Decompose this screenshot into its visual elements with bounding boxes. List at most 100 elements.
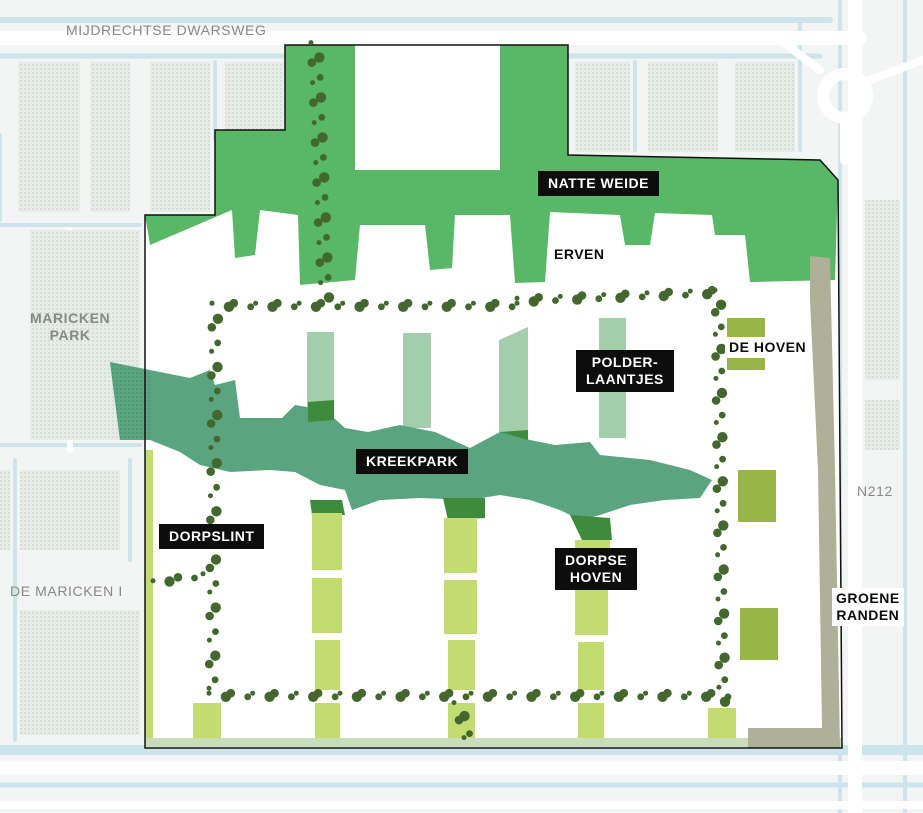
tree — [290, 303, 298, 311]
tree — [273, 298, 282, 308]
tree — [331, 693, 339, 701]
tree — [419, 693, 426, 701]
tree — [717, 476, 728, 487]
tree — [207, 589, 213, 595]
tree — [314, 52, 325, 63]
tree — [506, 693, 514, 701]
tree — [718, 520, 729, 531]
tree — [210, 602, 221, 613]
tree — [713, 375, 719, 381]
tree — [706, 688, 716, 698]
tree — [212, 361, 223, 373]
groene-randen-label: GROENE RANDEN — [832, 588, 904, 626]
tree — [550, 693, 557, 701]
tree — [213, 435, 221, 443]
tree — [637, 693, 645, 701]
tree — [514, 300, 520, 306]
tree — [173, 573, 183, 582]
tree — [308, 40, 314, 46]
tree — [247, 303, 255, 311]
tree — [461, 735, 467, 741]
tree — [532, 688, 541, 698]
tree — [719, 652, 730, 663]
tree — [716, 684, 722, 690]
tree — [557, 293, 563, 299]
tree — [250, 690, 256, 696]
tree — [204, 659, 214, 669]
tree — [378, 303, 385, 311]
tree — [643, 690, 649, 696]
tree — [713, 528, 722, 538]
tree — [714, 464, 720, 470]
tree — [717, 323, 725, 331]
tree — [717, 432, 728, 443]
tree — [316, 240, 322, 246]
tree — [323, 292, 335, 303]
polderlaantjes-label: POLDER- LAANTJES — [576, 350, 674, 392]
tree — [724, 693, 732, 701]
tree — [312, 178, 321, 187]
tree — [555, 690, 561, 696]
tree-rows — [150, 40, 732, 741]
kreekpark-area — [110, 362, 712, 520]
tree — [311, 120, 317, 126]
de-maricken-label: DE MARICKEN I — [10, 583, 123, 599]
dorpse-hoven-label: DORPSE HOVEN — [555, 548, 638, 590]
tree — [595, 295, 603, 303]
tree — [296, 300, 302, 306]
tree — [718, 564, 729, 575]
tree — [721, 632, 728, 639]
southern-edge-strip — [145, 738, 842, 747]
tree — [208, 493, 213, 499]
tree — [212, 409, 223, 421]
tree — [205, 563, 215, 573]
tree — [318, 280, 324, 286]
tree — [719, 455, 726, 463]
tree — [710, 308, 720, 317]
tree — [316, 74, 324, 81]
tree — [191, 574, 198, 582]
tree — [206, 690, 212, 696]
tree — [317, 132, 328, 143]
tree — [715, 552, 721, 558]
tree — [206, 419, 216, 428]
tree — [207, 371, 216, 380]
tree — [713, 420, 719, 425]
tree — [621, 289, 630, 299]
tree — [687, 288, 693, 294]
tree — [206, 685, 212, 691]
tree — [663, 688, 672, 698]
tree — [715, 299, 727, 310]
tree — [208, 396, 214, 402]
tree — [512, 690, 518, 696]
tree — [319, 172, 330, 183]
tree — [714, 660, 723, 670]
tree — [324, 274, 332, 281]
tree — [314, 200, 320, 206]
tree — [315, 258, 325, 267]
tree — [213, 387, 221, 395]
tree — [150, 578, 156, 584]
tree — [212, 628, 219, 635]
tree — [716, 640, 721, 646]
tree — [209, 300, 215, 306]
natte-weide-label: NATTE WEIDE — [538, 171, 659, 196]
tree — [462, 693, 470, 701]
tree — [644, 290, 650, 296]
de-hoven-label: DE HOVEN — [725, 337, 811, 358]
tree — [270, 688, 279, 698]
tree — [720, 588, 728, 595]
tree — [211, 458, 222, 469]
tree — [208, 445, 214, 451]
tree — [599, 690, 605, 696]
tree — [313, 160, 319, 166]
tree — [716, 387, 728, 399]
kreekpark-label: KREEKPARK — [356, 449, 469, 474]
tree — [421, 303, 429, 311]
tree — [313, 688, 323, 698]
tree — [211, 506, 222, 517]
tree — [210, 650, 221, 661]
tree — [206, 637, 212, 643]
tree — [465, 303, 472, 311]
